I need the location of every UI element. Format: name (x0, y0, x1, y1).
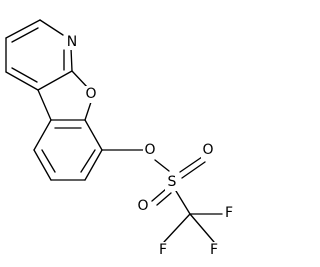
bond-s-o-left (151, 188, 167, 202)
fluorine-top-label-background (223, 205, 236, 222)
bond-cf3-f-left (163, 213, 191, 243)
bond-c9-c10 (33, 149, 52, 181)
chemical-structure: N O O S O O F F (5, 19, 236, 259)
sulfonyl-oxygen-left-atom: O (136, 198, 151, 215)
bond-s-o-right-double (181, 161, 206, 179)
nitrogen-label-background (65, 34, 79, 50)
bond-s-o-left-double (156, 192, 172, 206)
bond-c12-c8 (84, 119, 103, 151)
ester-oxygen-label-background (143, 142, 158, 159)
bond-s-o-right (179, 156, 203, 173)
bond-c4-c5 (37, 70, 73, 91)
bond-c11-c12 (84, 149, 103, 181)
bond-cf3-f-right (189, 213, 215, 243)
fluorine-right-label: F (210, 242, 218, 258)
bond-c6-o-furan (71, 70, 89, 89)
fluorine-left-label-background (157, 242, 170, 259)
ester-oxygen-label: O (144, 142, 155, 158)
bond-c3-c4-double (11, 67, 38, 83)
nitrogen-label: N (67, 34, 77, 50)
fluorine-right-atom: F (208, 242, 221, 259)
atom-label-layer: N O O S O O F F (65, 34, 236, 259)
sulfonyl-oxygen-left-label: O (137, 198, 148, 214)
bond-c1-c2 (5, 19, 41, 39)
bond-c3-c4 (5, 71, 39, 91)
sulfonyl-oxygen-left-label-background (136, 198, 151, 215)
bond-s-cf3 (175, 190, 191, 215)
fluorine-top-label: F (225, 205, 233, 221)
sulfonyl-oxygen-right-label-background (201, 142, 216, 159)
bond-o-ester-s (154, 159, 170, 172)
ester-oxygen-atom: O (143, 142, 158, 159)
bond-c11-c12-double (80, 149, 96, 173)
fluorine-right-label-background (208, 242, 221, 259)
furan-oxygen-label: O (85, 86, 96, 102)
bond-c9-c10-double (41, 149, 56, 173)
bond-c1-c2-double (11, 27, 39, 43)
nitrogen-atom: N (65, 34, 79, 50)
sulfur-label-background (165, 174, 180, 191)
bond-c1-n1 (39, 19, 64, 36)
bond-c5-c7 (37, 89, 52, 121)
furan-oxygen-atom: O (84, 86, 99, 103)
sulfonyl-oxygen-right-label: O (202, 142, 213, 158)
bond-c7-c9 (33, 119, 52, 151)
sulfur-label: S (168, 174, 177, 190)
sulfur-atom: S (165, 174, 180, 191)
fluorine-left-atom: F (157, 242, 170, 259)
fluorine-top-atom: F (223, 205, 236, 222)
furan-oxygen-label-background (84, 86, 99, 103)
bond-layer (5, 19, 223, 243)
sulfonyl-oxygen-right-atom: O (201, 142, 216, 159)
fluorine-left-label: F (159, 242, 167, 258)
bond-n1-c6 (70, 47, 73, 72)
